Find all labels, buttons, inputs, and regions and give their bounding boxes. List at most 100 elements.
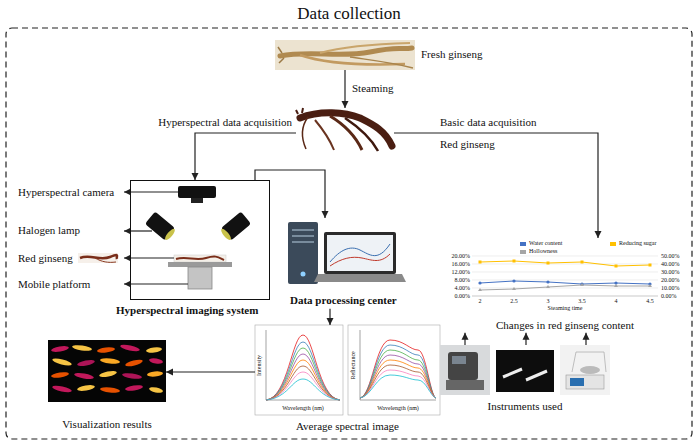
- arrow-head: [583, 333, 590, 340]
- imaging-system-parts-part: [188, 267, 212, 289]
- content-line-chart: [472, 256, 658, 296]
- imaging-system-parts-part-part: [220, 227, 233, 241]
- connector: [462, 333, 590, 345]
- node-caption: Hyperspectral imaging system: [116, 304, 258, 317]
- visualization-image-part: [120, 343, 141, 352]
- label-text: Hyperspectral camera: [18, 186, 114, 199]
- legend-swatch: [520, 250, 526, 254]
- spectral-chart-right-part: [360, 375, 436, 398]
- node-caption: Data processing center: [290, 294, 397, 307]
- leader-lines-part: [124, 191, 178, 192]
- spectral-chart-right-part: [360, 370, 436, 398]
- computer-icon-part: [292, 229, 314, 231]
- spectral-chart-left-part: [266, 360, 340, 400]
- visualization-image-part: [72, 344, 93, 352]
- fresh-ginseng-photo-part: [320, 43, 410, 53]
- red-ginseng-photo-part: [296, 108, 303, 114]
- visualization-image: [48, 340, 166, 402]
- small-ginseng-photo: [78, 253, 118, 263]
- label-text: 2: [479, 298, 482, 305]
- visualization-image-part: [149, 357, 164, 364]
- connector: [327, 309, 334, 325]
- computer-icon-part: [314, 274, 406, 282]
- arrow-head: [322, 211, 329, 218]
- visualization-image-part: [99, 370, 118, 379]
- dashed-frame: [6, 28, 692, 439]
- visualization-image-part: [77, 384, 96, 392]
- instrument-photos-part: [496, 350, 554, 392]
- imaging-system-parts-part-part: [164, 227, 177, 241]
- fresh-ginseng-photo-part: [350, 57, 413, 68]
- visualization-image-part: [149, 386, 164, 394]
- content-line-chart-part-part: [512, 287, 516, 290]
- arrow-head: [327, 318, 334, 325]
- visualization-image-part: [97, 347, 115, 354]
- node-caption: Red ginseng: [440, 138, 495, 151]
- image-node: Data processing center: [285, 218, 403, 288]
- content-line-chart-part: [478, 279, 651, 285]
- content-line-chart-part: [472, 288, 658, 289]
- imaging-system-parts: [145, 186, 251, 289]
- spectral-chart-right: [348, 325, 440, 415]
- instrument-photos-part: [503, 369, 522, 377]
- connector-line: [195, 133, 296, 180]
- visualization-image-part: [52, 357, 73, 367]
- connector: [394, 133, 602, 238]
- edge-label: Hyperspectral data acquisition: [158, 116, 292, 129]
- connector-line: [166, 371, 255, 372]
- instrument-photos-part: [580, 366, 600, 374]
- spectral-chart-right-part: [360, 360, 436, 398]
- spectral-chart-left-part: [266, 330, 267, 400]
- imaging-system-parts-part: [191, 198, 203, 203]
- visualization-image-part: [51, 345, 70, 353]
- connector-line: [394, 133, 598, 238]
- label-text: Steaming time: [548, 305, 583, 312]
- red-ginseng-photo-part: [315, 120, 334, 150]
- computer-icon-part: [301, 272, 306, 277]
- content-line-chart-part-part: [479, 261, 482, 264]
- visualization-image-part: [48, 340, 166, 402]
- content-line-chart-part-part: [478, 288, 482, 291]
- imaging-system-parts-part: [174, 255, 226, 262]
- computer-icon-part: [288, 222, 318, 284]
- computer-icon-part: [292, 241, 314, 243]
- content-line-chart-part: [480, 261, 650, 266]
- node-caption: Changes in red ginseng content: [496, 319, 634, 332]
- instrument-photos-part: [566, 375, 604, 389]
- content-line-chart-part-part: [546, 285, 550, 288]
- fresh-ginseng-photo-part: [280, 48, 412, 56]
- spectral-chart-left: [255, 325, 343, 415]
- instrument-photos-part: [446, 380, 484, 390]
- small-ginseng-photo-part: [78, 253, 118, 263]
- label-text: 4.00%: [455, 285, 471, 292]
- image-node: Red ginseng: [296, 108, 394, 152]
- spectral-chart-right-part: [360, 400, 436, 401]
- instrument-photos: [440, 345, 610, 395]
- visualization-image-part: [74, 372, 95, 380]
- instrument-photos-part: [448, 352, 478, 380]
- spectral-chart-right-part: [360, 365, 436, 398]
- content-line-chart-part-part: [478, 281, 481, 284]
- visualization-image-part: [146, 346, 163, 353]
- content-line-chart-part: [478, 283, 652, 291]
- leader-lines-part: [124, 283, 188, 284]
- legend-text: Reducing sugar: [619, 240, 657, 247]
- content-line-chart-part-part: [513, 260, 516, 263]
- visualization-image-part: [147, 371, 163, 378]
- image-node: Changes in red ginseng content: [440, 238, 690, 316]
- content-line-chart-part-part: [547, 262, 550, 265]
- connector: [166, 369, 255, 376]
- arrow-head: [462, 333, 469, 340]
- spectral-chart-right-part: [360, 350, 436, 398]
- label-text: 20.00%: [452, 253, 471, 260]
- node-caption: Fresh ginseng: [421, 48, 482, 61]
- visualization-image-part: [100, 386, 120, 393]
- imaging-system-parts-part: [145, 212, 177, 243]
- arrow-head: [166, 369, 173, 376]
- label-text: 40.00%: [661, 261, 680, 268]
- content-line-chart-part-part: [580, 282, 583, 285]
- label-text: 10.00%: [661, 285, 680, 292]
- label-text: 4.5: [646, 298, 654, 305]
